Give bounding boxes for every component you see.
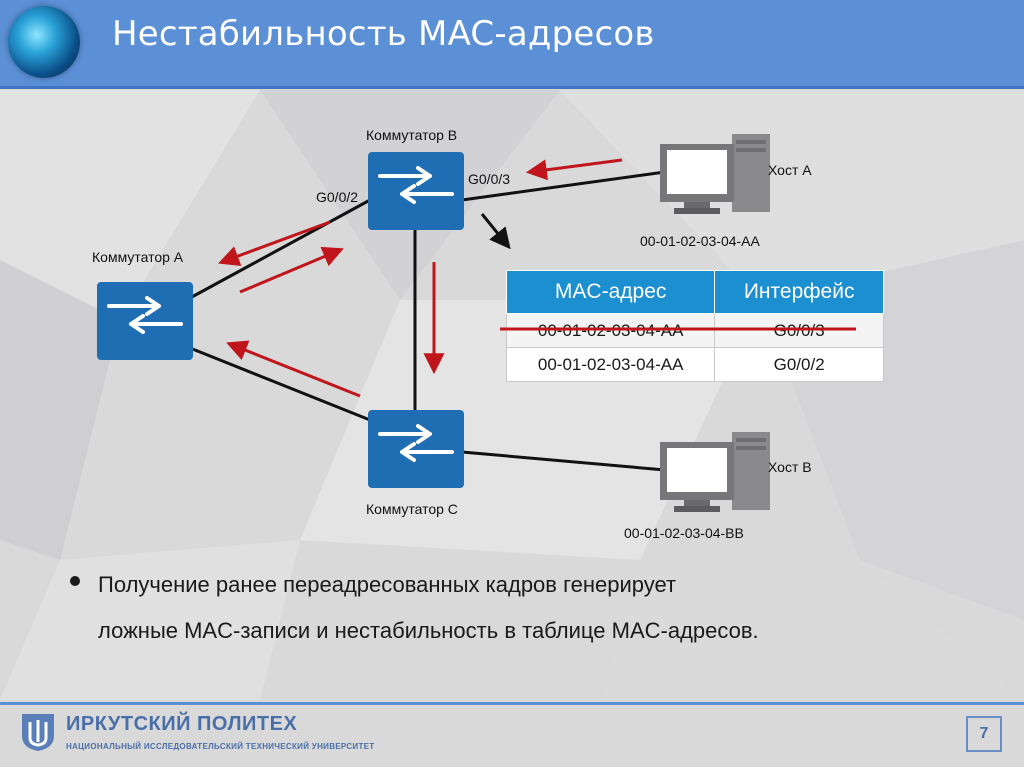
port-g003-label: G0/0/3 (468, 171, 510, 187)
arrow-to-mac-table (480, 213, 511, 250)
host-a-label: Хост A (768, 162, 812, 178)
footer-divider (0, 702, 1024, 705)
bullet-dot-icon (70, 576, 80, 586)
table-row: 00-01-02-03-04-AA G0/0/3 (505, 313, 884, 348)
bullet-line-2: ложные MAC-записи и нестабильность в таб… (98, 618, 759, 643)
slide-header: Нестабильность MAC-адресов (0, 0, 1024, 89)
link-b-hosta (461, 170, 666, 202)
bullet-line-1: Получение ранее переадресованных кадров … (98, 572, 677, 597)
switch-a-label: Коммутатор A (92, 249, 184, 265)
university-subtitle: НАЦИОНАЛЬНЫЙ ИССЛЕДОВАТЕЛЬСКИЙ ТЕХНИЧЕСК… (66, 742, 375, 751)
arrow-b-to-a (218, 220, 331, 267)
switch-b-icon (368, 152, 464, 230)
arrow-c-to-a (226, 340, 361, 398)
host-a-computer-icon (660, 134, 770, 214)
table-row: 00-01-02-03-04-AA G0/0/2 (505, 347, 884, 382)
switch-c-icon (368, 410, 464, 488)
switch-c-label: Коммутатор C (366, 501, 458, 517)
host-b-label: Хост B (768, 459, 812, 475)
link-a-c (189, 346, 371, 422)
arrow-hosta-to-b (525, 158, 623, 181)
arrow-a-to-b (239, 246, 344, 294)
university-logo-icon (22, 714, 54, 751)
link-a-b (189, 198, 371, 300)
host-a-mac: 00-01-02-03-04-AA (640, 233, 761, 249)
slide-title: Нестабильность MAC-адресов (112, 14, 655, 54)
host-b-mac: 00-01-02-03-04-BB (624, 525, 744, 541)
host-b-computer-icon (660, 432, 770, 512)
table-cell-mac: 00-01-02-03-04-AA (505, 347, 716, 382)
port-g002-label: G0/0/2 (316, 189, 358, 205)
table-cell-mac: 00-01-02-03-04-AA (505, 313, 716, 348)
mac-address-table: MAC-адрес Интерфейс 00-01-02-03-04-AA G0… (505, 270, 884, 382)
switch-a-icon (97, 282, 193, 360)
table-cell-interface: G0/0/3 (714, 313, 884, 348)
university-name: ИРКУТСКИЙ ПОЛИТЕХ (66, 713, 298, 735)
link-c-hostb (461, 450, 666, 472)
page-number: 7 (966, 716, 1002, 752)
column-header-mac: MAC-адрес (505, 270, 716, 314)
bullet-text: Получение ранее переадресованных кадров … (98, 562, 968, 654)
table-cell-interface: G0/0/2 (714, 347, 884, 382)
switch-b-label: Коммутатор B (366, 127, 457, 143)
globe-logo-icon (8, 6, 80, 78)
column-header-interface: Интерфейс (714, 270, 884, 314)
